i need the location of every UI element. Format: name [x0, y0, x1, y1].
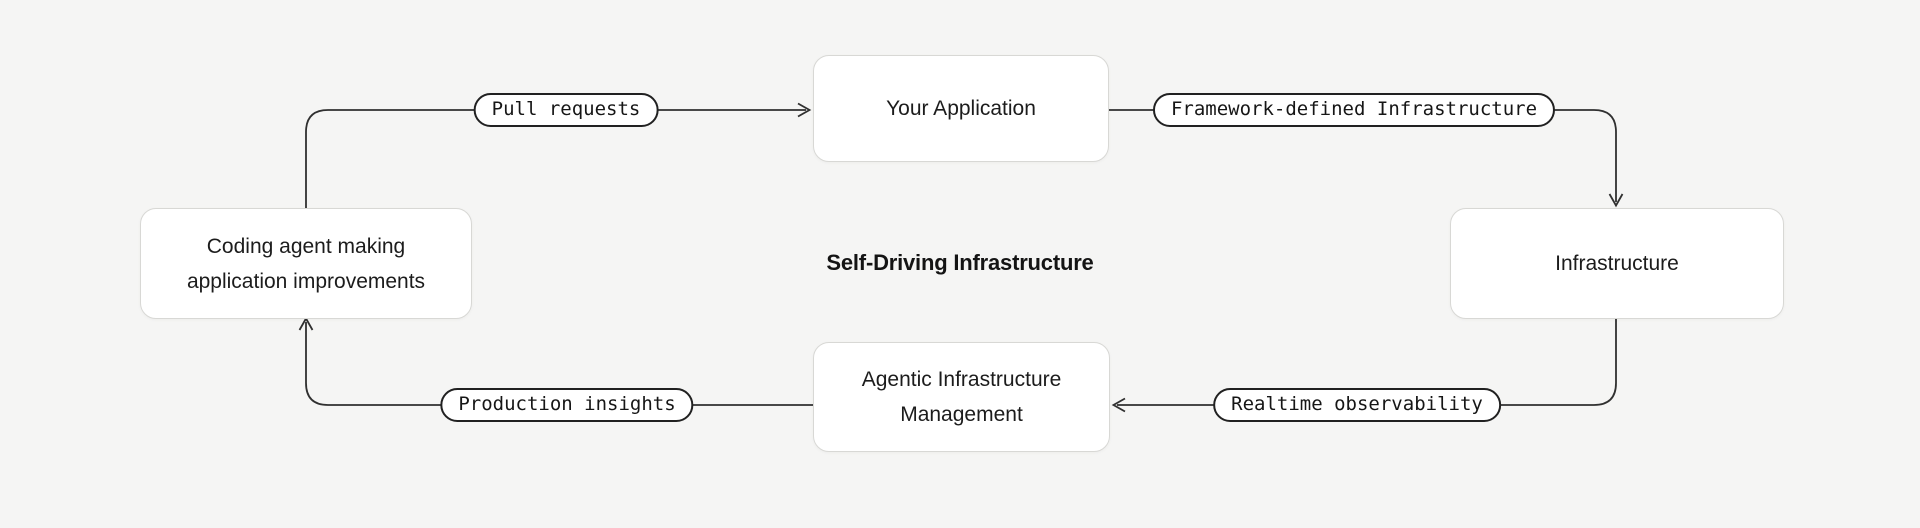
- connector-agentic-to-coding: [305, 322, 813, 406]
- connector-infrastructure-to-agentic: [1117, 317, 1617, 406]
- node-your-application-label: Your Application: [886, 97, 1036, 120]
- edge-label-realtime-observability: Realtime observability: [1213, 388, 1501, 422]
- arrowhead-right-icon: [797, 102, 812, 118]
- edge-label-pull-requests: Pull requests: [473, 93, 659, 127]
- node-agentic-infrastructure-management: Agentic Infrastructure Management: [813, 342, 1110, 452]
- connector-coding-to-application: [305, 109, 806, 208]
- node-coding-agent-label: Coding agent making application improvem…: [186, 234, 426, 293]
- node-infrastructure-label: Infrastructure: [1555, 252, 1679, 275]
- node-coding-agent: Coding agent making application improvem…: [140, 208, 472, 319]
- node-your-application: Your Application: [813, 55, 1109, 162]
- arrowhead-down-icon: [1608, 193, 1624, 208]
- edge-label-framework-defined-infrastructure: Framework-defined Infrastructure: [1152, 93, 1556, 127]
- arrowhead-left-icon: [1111, 397, 1126, 413]
- diagram-title: Self-Driving Infrastructure: [826, 250, 1094, 275]
- connector-application-to-infrastructure: [1107, 109, 1617, 202]
- node-agentic-infrastructure-management-label: Agentic Infrastructure Management: [861, 368, 1062, 426]
- node-infrastructure: Infrastructure: [1450, 208, 1784, 319]
- edge-label-production-insights: Production insights: [440, 388, 694, 422]
